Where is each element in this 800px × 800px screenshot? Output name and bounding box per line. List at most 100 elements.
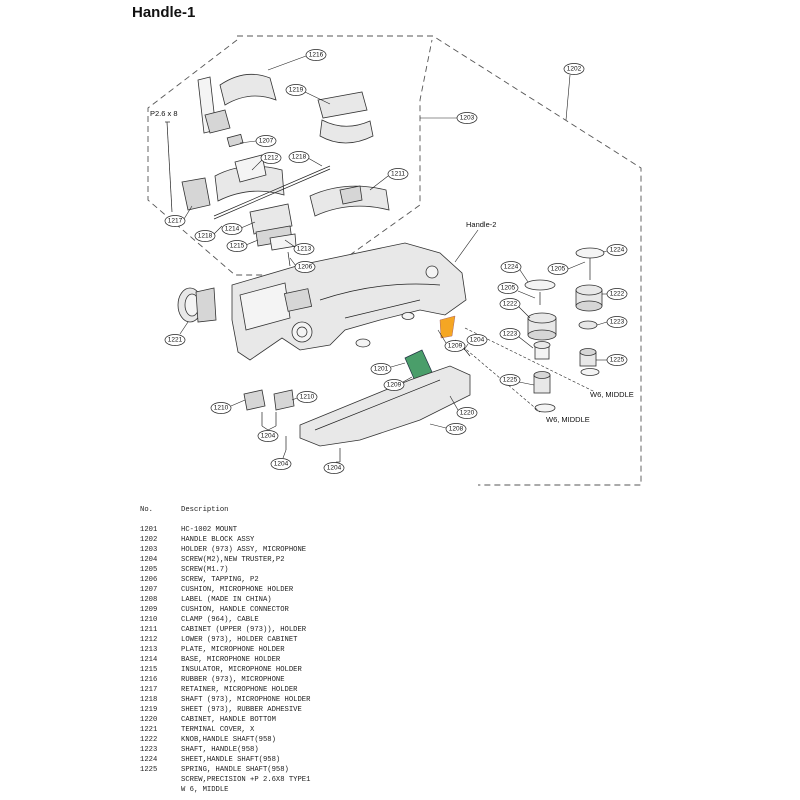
part-no: 1213 xyxy=(140,646,158,654)
part-callout: 1218 xyxy=(288,151,310,163)
part-callout: 1214 xyxy=(221,223,243,235)
part-no: 1225 xyxy=(140,766,158,774)
part-description: PLATE, MICROPHONE HOLDER xyxy=(181,646,285,654)
part-no: 1201 xyxy=(140,526,158,534)
part-no: 1202 xyxy=(140,536,158,544)
washer-note-right: W6, MIDDLE xyxy=(590,390,634,399)
part-callout: 1223 xyxy=(606,316,628,328)
part-callout: 1225 xyxy=(606,354,628,366)
callout-label: 1218 xyxy=(292,154,307,161)
callout-label: 1204 xyxy=(327,465,342,472)
part-callout: 1217 xyxy=(164,215,186,227)
part-no: 1212 xyxy=(140,636,158,644)
callout-label: 1222 xyxy=(610,291,625,298)
callout-label: 1212 xyxy=(264,155,279,162)
header-description: Description xyxy=(181,506,229,514)
part-callout: 1224 xyxy=(606,244,628,256)
part-callout: 1206 xyxy=(294,261,316,273)
part-description: KNOB,HANDLE SHAFT(958) xyxy=(181,736,276,744)
part-callout: 1220 xyxy=(456,407,478,419)
part-callout: 1210 xyxy=(210,402,232,414)
callout-label: 1215 xyxy=(230,243,245,250)
part-callout: 1208 xyxy=(445,423,467,435)
leader-lines xyxy=(179,55,608,463)
callout-label: 1217 xyxy=(168,218,183,225)
callout-label: 1209 xyxy=(387,382,402,389)
part-no: 1223 xyxy=(140,746,158,754)
part-callout: 1205 xyxy=(547,263,569,275)
part-no: 1220 xyxy=(140,716,158,724)
part-description: SPRING, HANDLE SHAFT(958) xyxy=(181,766,289,774)
handle-block-assy-boundary xyxy=(237,35,642,486)
callout-label: 1204 xyxy=(274,461,289,468)
part-description: CABINET, HANDLE BOTTOM xyxy=(181,716,276,724)
part-callout: 1202 xyxy=(563,63,585,75)
part-callout: 1204 xyxy=(270,458,292,470)
part-description: BASE, MICROPHONE HOLDER xyxy=(181,656,281,664)
part-description: HOLDER (973) ASSY, MICROPHONE xyxy=(181,546,307,554)
part-no: 1209 xyxy=(140,606,158,614)
part-description: CABINET (UPPER (973)), HOLDER xyxy=(181,626,307,634)
part-callout: 1204 xyxy=(323,462,345,474)
part-callout: 1205 xyxy=(497,282,519,294)
callout-label: 1210 xyxy=(214,405,229,412)
part-callout: 1224 xyxy=(500,261,522,273)
callout-label: 1210 xyxy=(300,394,315,401)
callout-label: 1206 xyxy=(298,264,313,271)
terminal-cover xyxy=(177,287,217,323)
part-no: 1222 xyxy=(140,736,158,744)
part-no: 1217 xyxy=(140,686,158,694)
part-no: 1211 xyxy=(140,626,158,634)
callout-label: 1223 xyxy=(503,331,518,338)
part-no: 1216 xyxy=(140,676,158,684)
part-no: 1215 xyxy=(140,666,158,674)
part-callout: 1219 xyxy=(285,84,307,96)
part-callout: 1201 xyxy=(370,363,392,375)
part-description: SHAFT, HANDLE(958) xyxy=(181,746,259,754)
callout-label: 1205 xyxy=(551,266,566,273)
knob-assembly-left xyxy=(524,279,557,413)
part-description: INSULATOR, MICROPHONE HOLDER xyxy=(181,666,302,674)
handle-bottom-cabinet xyxy=(299,365,471,447)
part-no: 1204 xyxy=(140,556,158,564)
part-description: SCREW(M1.7) xyxy=(181,566,229,574)
callout-label: 1213 xyxy=(297,246,312,253)
part-description: CUSHION, MICROPHONE HOLDER xyxy=(181,586,294,594)
callout-label: 1202 xyxy=(567,66,582,73)
part-no: 1203 xyxy=(140,546,158,554)
callout-label: 1205 xyxy=(501,285,516,292)
callout-label: 1214 xyxy=(225,226,240,233)
cable-clamps xyxy=(243,389,295,411)
callout-label: 1211 xyxy=(391,171,405,178)
washer-note-left: W6, MIDDLE xyxy=(546,415,590,424)
callout-label: 1204 xyxy=(470,337,485,344)
part-no: 1207 xyxy=(140,586,158,594)
callout-label: 1204 xyxy=(261,433,276,440)
part-description: HANDLE BLOCK ASSY xyxy=(181,536,255,544)
highlighted-part xyxy=(439,315,456,339)
callout-label: 1201 xyxy=(374,366,389,373)
page-title: Handle-1 xyxy=(132,4,196,21)
callout-label: 1216 xyxy=(309,52,324,59)
handle-body xyxy=(231,242,467,361)
part-callout: 1225 xyxy=(499,374,521,386)
part-no: 1221 xyxy=(140,726,158,734)
callout-label: 1209 xyxy=(448,343,463,350)
part-callout: 1211 xyxy=(387,168,409,180)
callout-label: 1218 xyxy=(198,233,213,240)
part-description: HC-1002 MOUNT xyxy=(181,526,238,534)
part-callout: 1209 xyxy=(383,379,405,391)
part-no: 1208 xyxy=(140,596,158,604)
part-callout: 1223 xyxy=(499,328,521,340)
part-no: 1218 xyxy=(140,696,158,704)
part-callout: 1221 xyxy=(164,334,186,346)
knob-assembly-right xyxy=(575,247,605,376)
header-no: No. xyxy=(140,506,153,514)
part-description: CLAMP (964), CABLE xyxy=(181,616,259,624)
part-description: SHEET (973), RUBBER ADHESIVE xyxy=(181,706,302,714)
exploded-parts-diagram: P2.6 x 8 Handle-2 W6, MIDDLE W6, MIDDLE … xyxy=(147,35,642,486)
part-no: 1210 xyxy=(140,616,158,624)
callout-label: 1220 xyxy=(460,410,475,417)
callout-label: 1222 xyxy=(503,301,518,308)
part-description: SHAFT (973), MICROPHONE HOLDER xyxy=(181,696,311,704)
